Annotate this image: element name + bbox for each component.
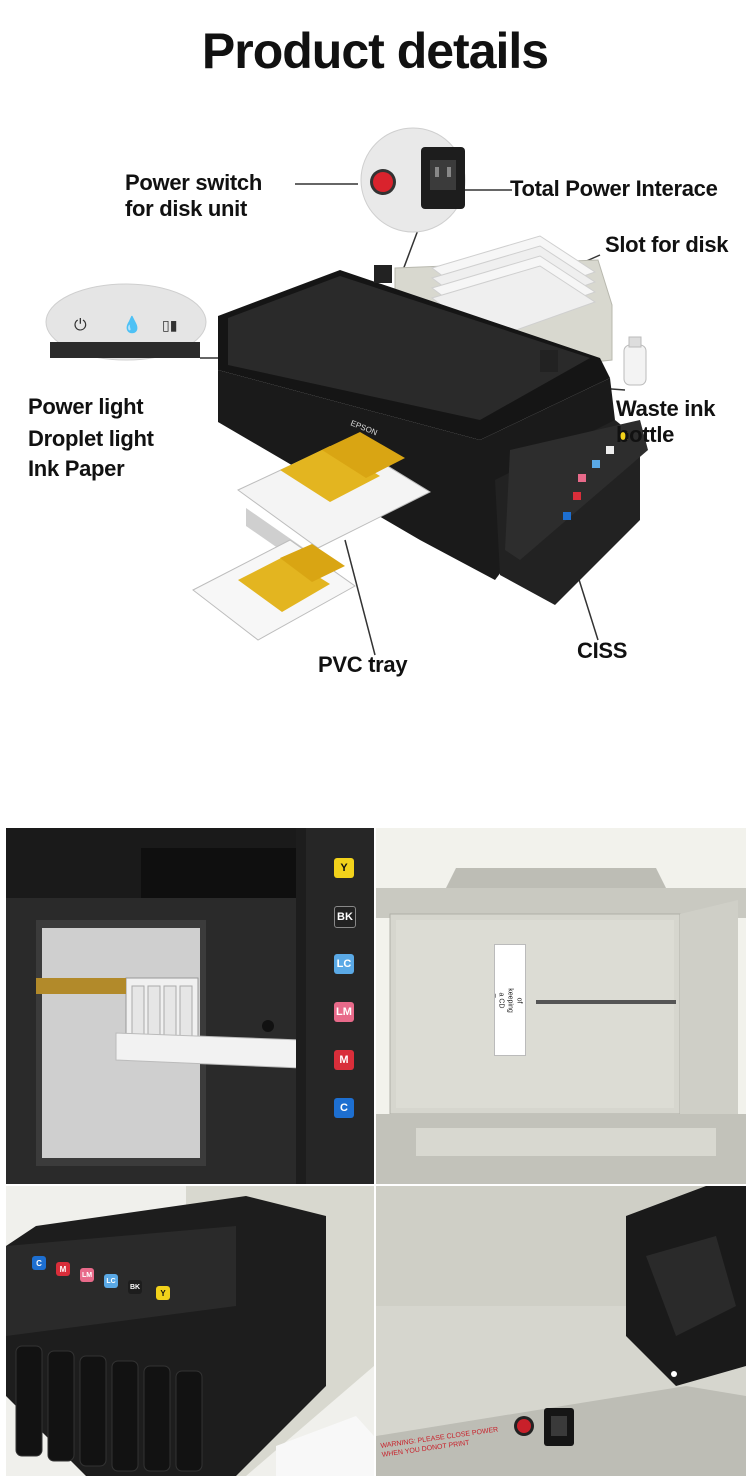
disk-slot	[394, 235, 613, 371]
ink-label-bk: BK	[334, 906, 356, 928]
svg-text:▯▮: ▯▮	[162, 318, 177, 334]
label-waste-ink-text: Waste ink bottle	[616, 396, 716, 447]
ink-label-lc: LC	[334, 954, 354, 974]
waste-ink-bottle	[623, 336, 647, 386]
page-title: Product details	[201, 23, 549, 79]
indicator-lights-closeup: ⏻ 💧 ▯▮	[45, 283, 207, 361]
photo-cartridge-area: Y BK LC LM M C	[6, 828, 374, 1184]
tank-label-lm: LM	[80, 1268, 94, 1282]
power-switch-closeup	[360, 127, 466, 233]
label-power-switch: Power switch for disk unit	[125, 170, 262, 222]
pvc-tray	[192, 432, 432, 641]
ciss-ink-tank	[505, 420, 648, 560]
tank-label-bk: BK	[128, 1280, 142, 1294]
label-power-light: Power light	[28, 394, 144, 419]
tank-label-lc: LC	[104, 1274, 118, 1288]
label-droplet-light: Droplet light	[28, 426, 154, 451]
photo-power-interface: WARNING: PLEASE CLOSE POWER WHEN YOU DON…	[376, 1186, 746, 1476]
disk-tray-box-illustration	[376, 828, 746, 1184]
label-waste-ink: Waste ink bottle	[616, 396, 715, 448]
svg-text:💧: 💧	[122, 315, 142, 334]
tank-label-m: M	[56, 1262, 70, 1276]
label-total-power: Total Power Interace	[510, 176, 718, 201]
tank-label-c: C	[32, 1256, 46, 1270]
printer-illustration: ⏻ 💧 ▯▮ EPSON	[45, 127, 648, 656]
printer-hero: ⏻ 💧 ▯▮ EPSON	[0, 120, 750, 700]
photo-grid: Y BK LC LM M C Notice: Be sure of keepin…	[0, 828, 750, 1480]
ink-label-c: C	[334, 1098, 354, 1118]
notice-text: Notice: Be sure of keeping a CD Tray ins…	[495, 987, 525, 1013]
ink-label-m: M	[334, 1050, 354, 1070]
photo-disk-tray-box: Notice: Be sure of keeping a CD Tray ins…	[376, 828, 746, 1184]
cartridge-area-illustration	[6, 828, 374, 1184]
tank-label-y: Y	[156, 1286, 170, 1300]
ink-label-lm: LM	[334, 1002, 354, 1022]
label-ciss: CISS	[577, 638, 628, 663]
notice-sticker: Notice: Be sure of keeping a CD Tray ins…	[494, 944, 526, 1056]
label-slot-for-disk: Slot for disk	[605, 232, 729, 257]
label-power-switch-text: Power switch for disk unit	[125, 170, 262, 221]
label-ink-paper: Ink Paper	[28, 456, 125, 481]
svg-text:⏻: ⏻	[74, 315, 87, 334]
ink-label-y: Y	[334, 858, 354, 878]
label-pvc-tray: PVC tray	[318, 652, 408, 677]
ink-tank-illustration	[6, 1186, 374, 1476]
power-interface-illustration	[376, 1186, 746, 1476]
photo-ink-tank: C M LM LC BK Y	[6, 1186, 374, 1476]
